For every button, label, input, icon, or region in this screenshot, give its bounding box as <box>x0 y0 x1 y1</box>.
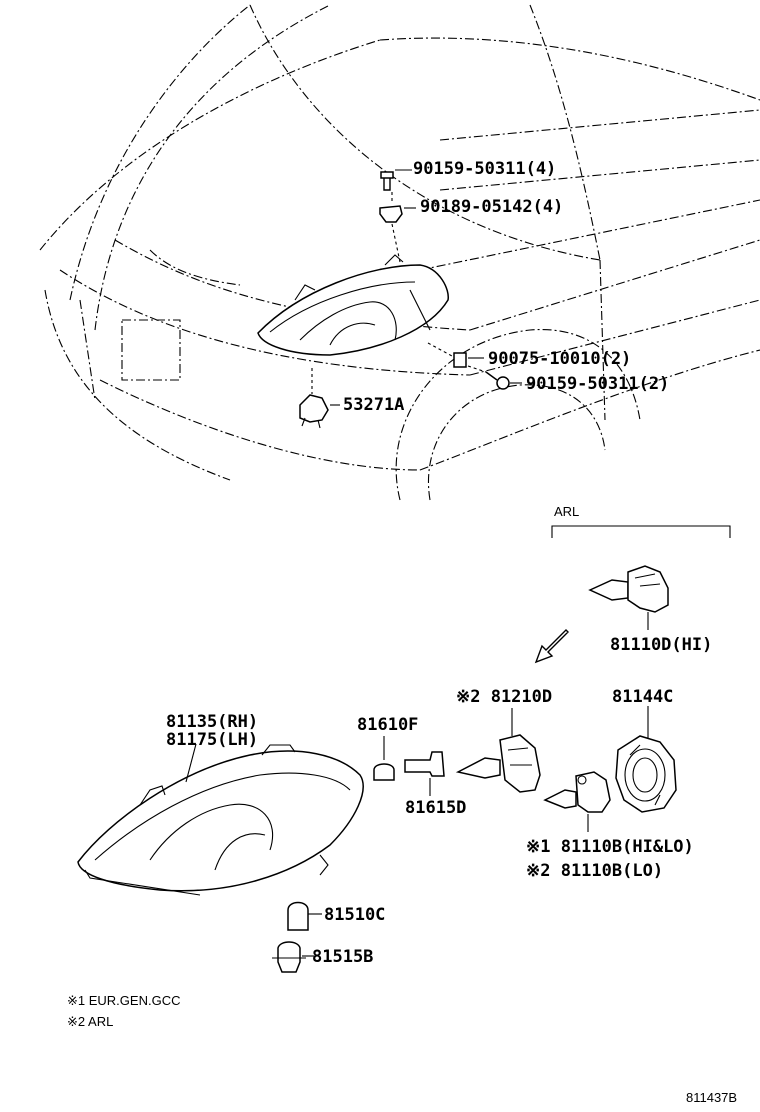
label-81610f: 81610F <box>357 715 419 735</box>
direction-arrow <box>534 629 569 664</box>
bulb-81610f <box>373 763 395 781</box>
label-81110b-hi-lo: ※1 81110B(HI&LO) <box>526 837 694 857</box>
bulb-81210d <box>455 734 541 793</box>
headlamp-unit-81135 <box>77 744 364 896</box>
label-90075-10010: 90075-10010(2) <box>488 349 632 369</box>
bulb-81110d <box>588 565 669 613</box>
leader-clip-top <box>391 223 401 263</box>
label-81175-lh: 81175(LH) <box>166 730 259 750</box>
fastener-screw-side <box>485 371 510 390</box>
label-81510c: 81510C <box>324 905 386 925</box>
vehicle-body-outline <box>39 4 760 501</box>
label-90189-05142: 90189-05142(4) <box>420 197 564 217</box>
label-81110b-lo: ※2 81110B(LO) <box>526 861 664 881</box>
bracket-53271a <box>299 394 329 429</box>
fastener-clip-top <box>379 205 403 223</box>
label-81144c: 81144C <box>612 687 674 707</box>
bulb-81110b <box>543 771 611 813</box>
bulb-81510c <box>287 901 309 931</box>
socket-81615d <box>404 751 445 777</box>
cover-81144c <box>615 735 677 813</box>
label-53271a: 53271A <box>343 395 405 415</box>
label-81615d: 81615D <box>405 798 467 818</box>
label-81110d: 81110D(HI) <box>610 635 713 655</box>
headlamp-installed <box>257 254 449 356</box>
arl-bracket-line <box>551 525 731 538</box>
diagram-id: 811437B <box>686 1090 738 1105</box>
label-arl: ARL <box>554 504 580 519</box>
label-90159-50311-top: 90159-50311(4) <box>413 159 557 179</box>
leader-81135 <box>185 743 197 783</box>
label-81515b: 81515B <box>312 947 374 967</box>
leader-clip-side <box>427 342 453 357</box>
socket-81515b <box>272 941 306 973</box>
label-81210d: ※2 81210D <box>456 687 553 707</box>
fastener-clip-side <box>453 352 467 368</box>
footnote-2: ※2 ARL <box>67 1014 114 1029</box>
footnote-1: ※1 EUR.GEN.GCC <box>67 993 181 1008</box>
label-90159-50311-mid: 90159-50311(2) <box>526 374 670 394</box>
fastener-screw-top <box>380 171 394 191</box>
label-81135-rh: 81135(RH) <box>166 712 259 732</box>
